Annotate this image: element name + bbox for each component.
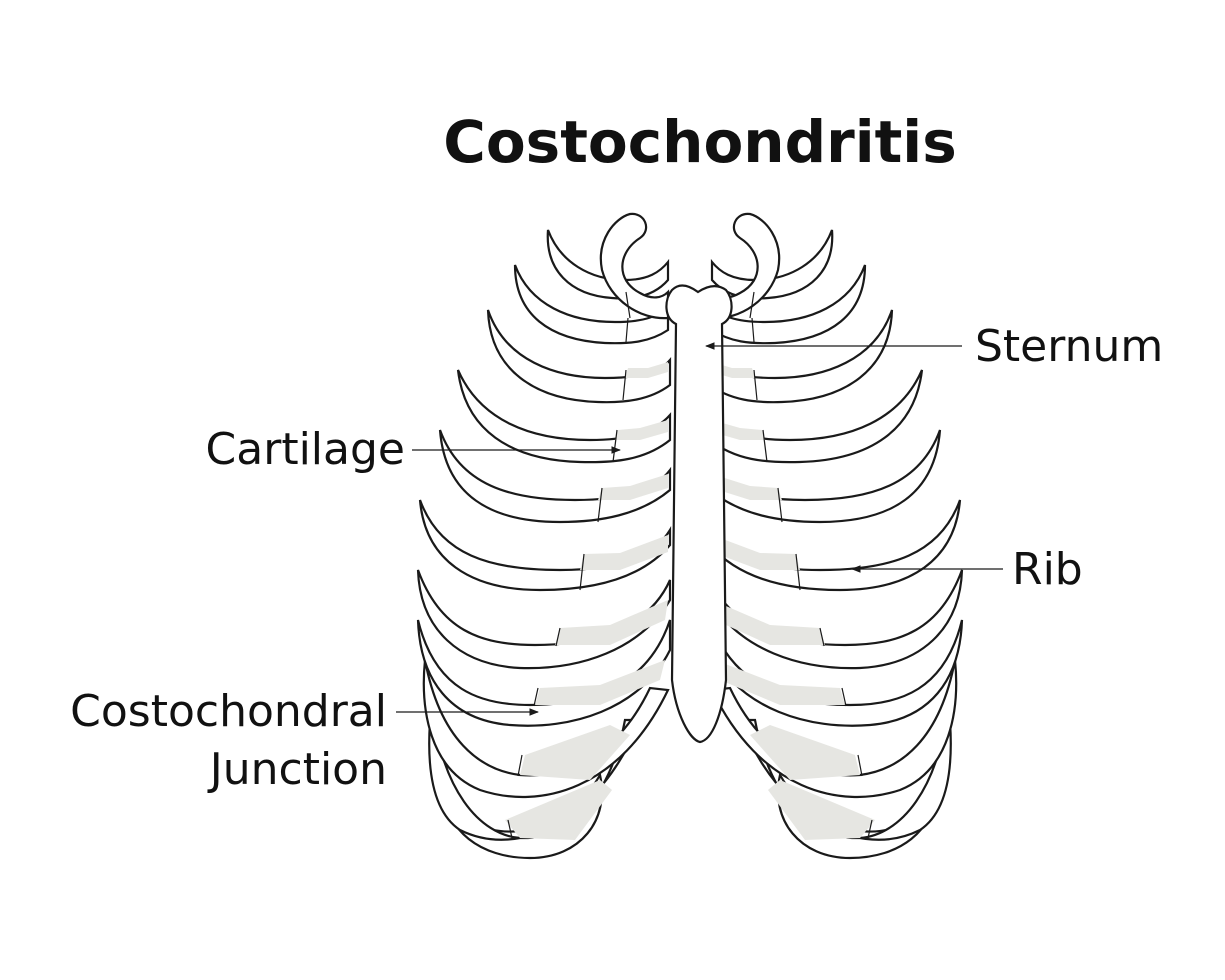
rib-4-left: [486, 309, 672, 404]
label-sternum: Sternum: [705, 321, 1163, 372]
label-costochondral-junction: Costochondral Junction: [70, 686, 539, 795]
rib-1-right: [710, 212, 781, 320]
svg-text:Cartilage: Cartilage: [206, 424, 405, 475]
rib-1-left: [599, 212, 670, 320]
rib-6-right: [708, 429, 942, 524]
rib-7-left: [418, 499, 672, 592]
diagram-title: Costochondritis: [443, 108, 956, 176]
label-cartilage: Cartilage: [206, 424, 621, 475]
rib-5-left: [456, 369, 672, 464]
svg-text:Sternum: Sternum: [975, 321, 1163, 372]
svg-text:Costochondral: Costochondral: [70, 686, 387, 737]
svg-text:Junction: Junction: [207, 744, 387, 795]
rib-3-left: [513, 264, 670, 345]
label-rib: Rib: [851, 544, 1083, 595]
rib-6-left: [438, 429, 672, 524]
rib-8-left: [416, 569, 672, 670]
rib-9-right: [708, 619, 964, 727]
svg-text:Rib: Rib: [1012, 544, 1083, 595]
rib-cage: [416, 212, 964, 860]
rib-8-right: [708, 569, 964, 670]
rib-9-left: [416, 619, 672, 727]
rib-5-right: [708, 369, 924, 464]
rib-7-right: [708, 499, 962, 592]
rib-3-right: [710, 264, 867, 345]
sternum: [665, 284, 733, 744]
